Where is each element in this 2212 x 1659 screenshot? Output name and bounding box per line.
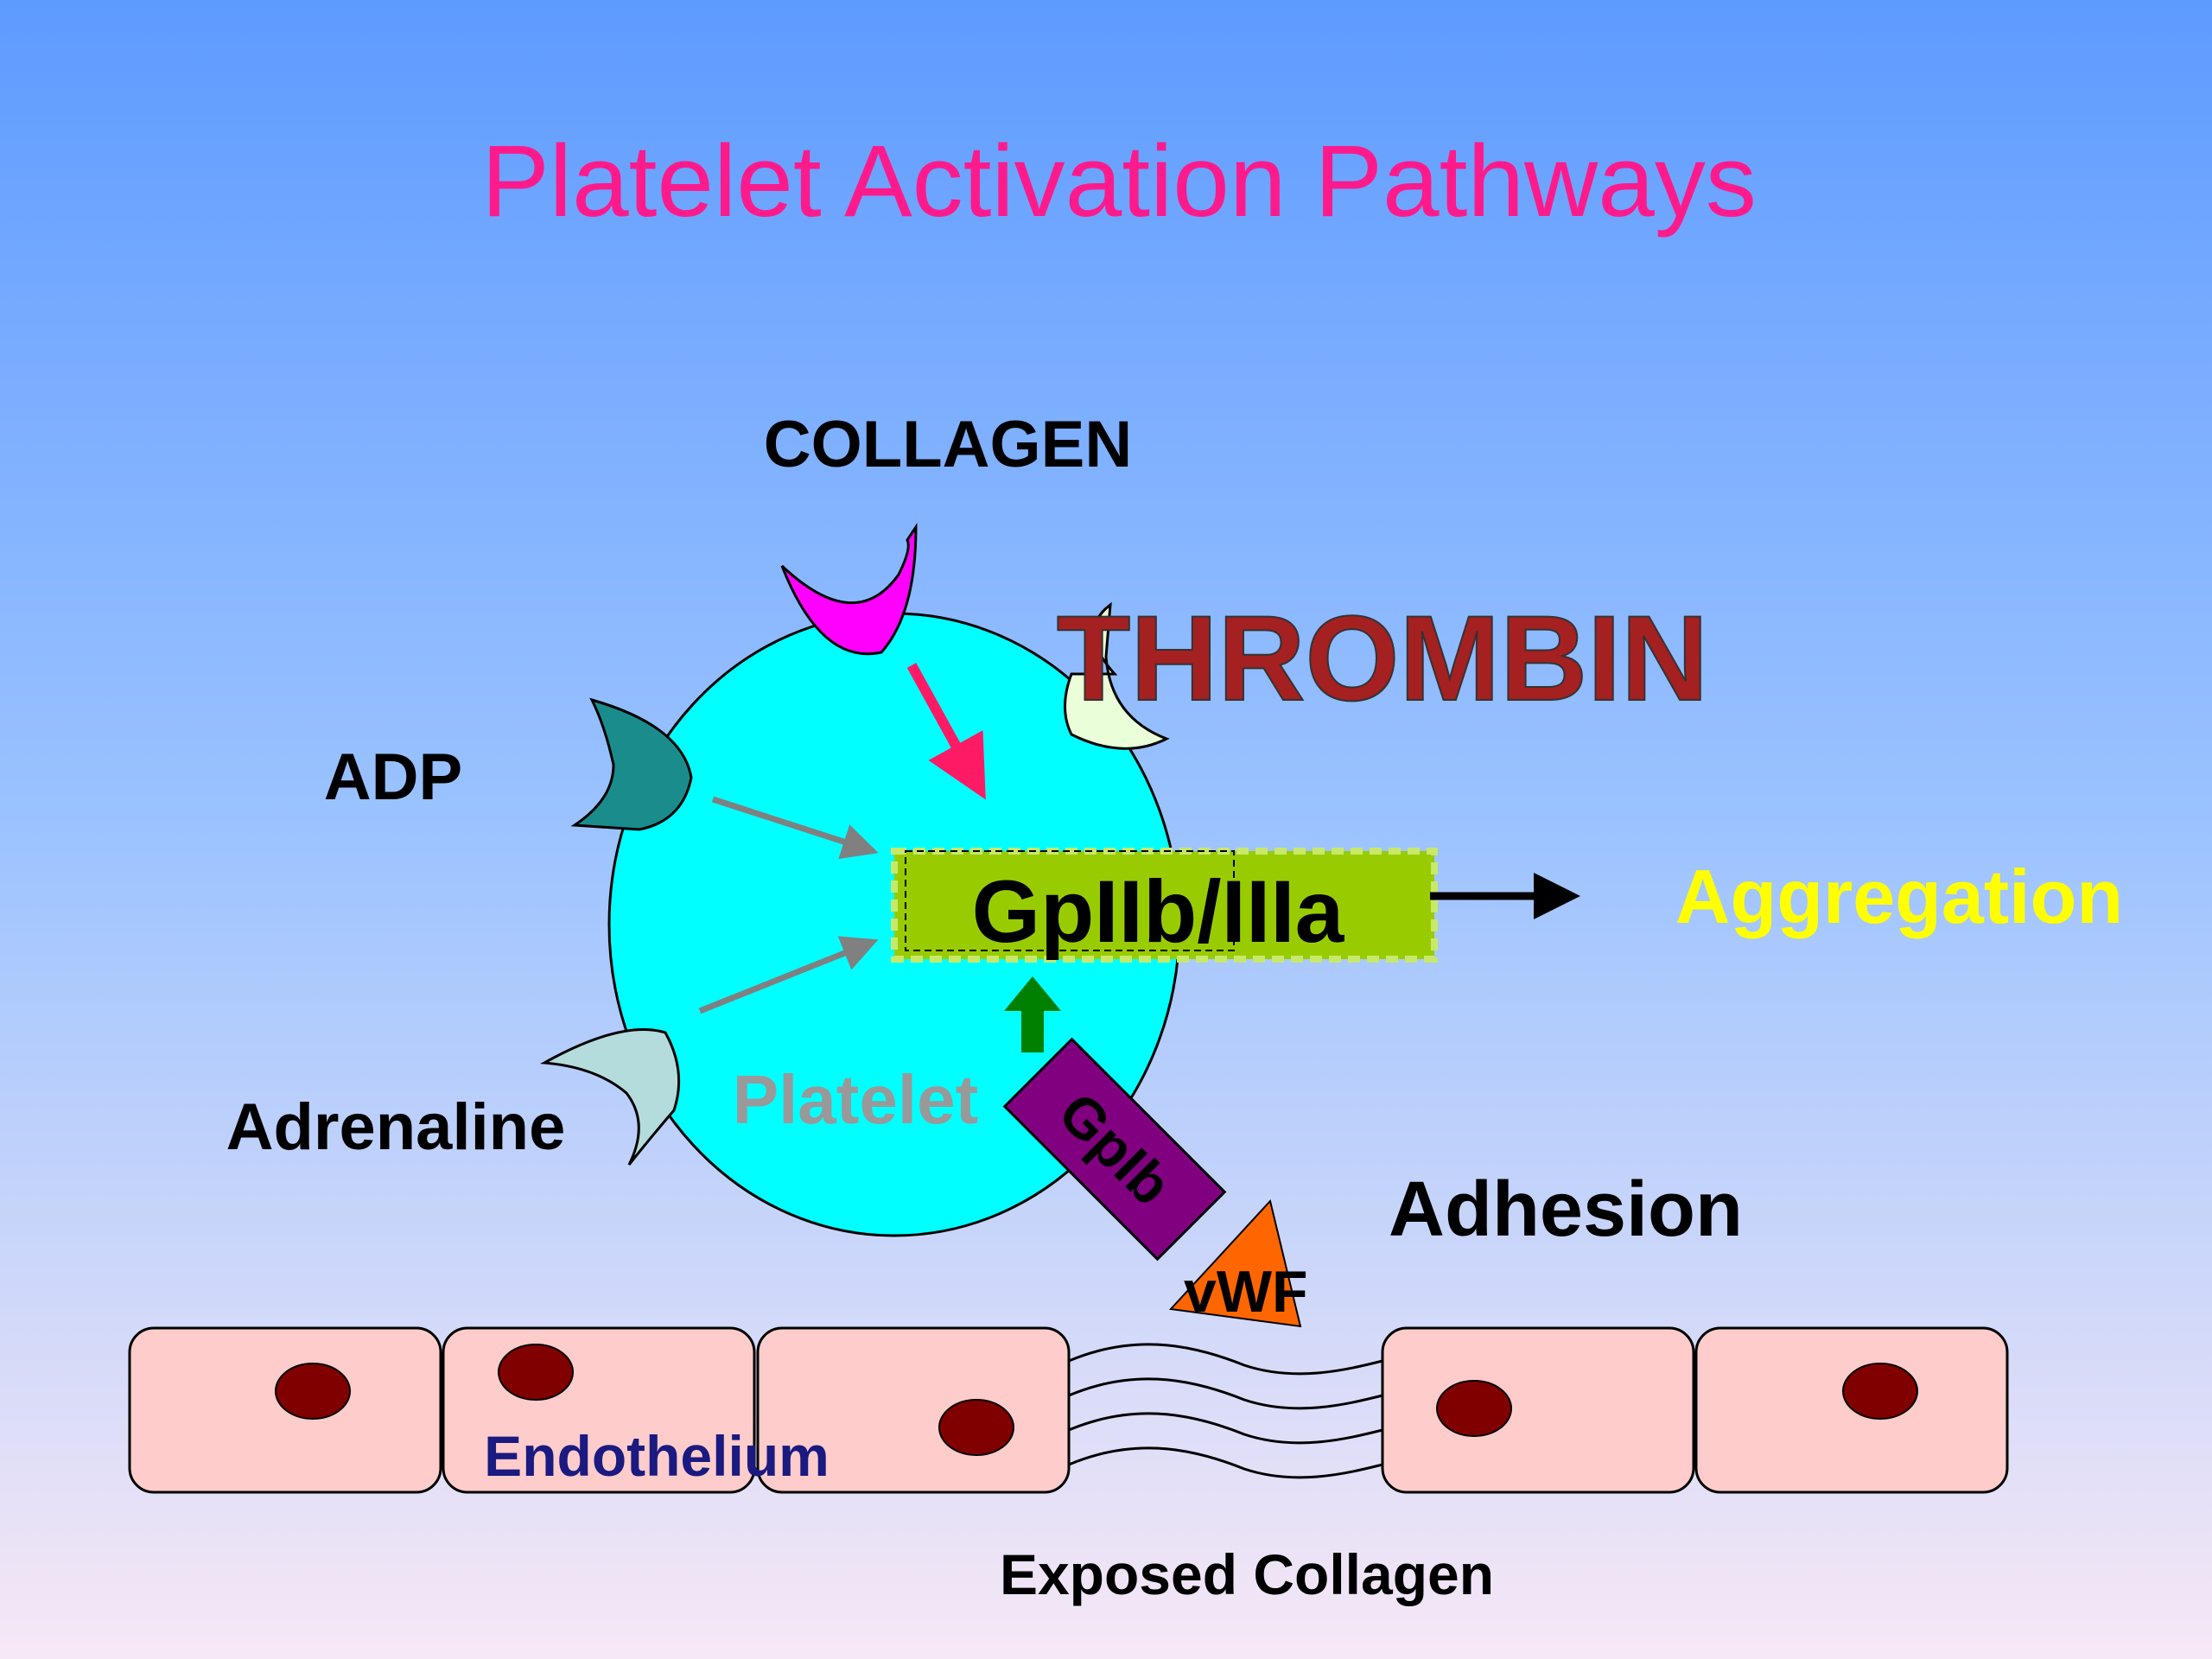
cell-nucleus [498,1344,574,1401]
endothelium-label: Endothelium [484,1424,830,1488]
adrenaline-arrow [698,936,879,1014]
adhesion-label: Adhesion [1389,1166,1743,1253]
vwf-triangle [1168,1198,1302,1328]
gpib-up-arrow [1004,976,1061,1052]
vwf-label: vWF [1184,1259,1308,1325]
cell-nucleus [1436,1380,1512,1437]
adp-receptor [570,697,693,831]
thrombin-receptor [1064,601,1170,750]
receptor-label: GpIIb/IIIa [972,862,1345,961]
thrombin-label: THROMBIN [1057,590,1708,726]
slide-title: Platelet Activation Pathways [481,124,1757,238]
gpiib-iiia-inner-outline [905,850,1235,951]
collagen-label: COLLAGEN [764,408,1132,481]
platelet-label: Platelet [733,1061,979,1138]
aggregation-label: Aggregation [1675,854,2123,939]
collagen-receptor [780,523,918,656]
adp-arrow [711,796,879,860]
cell-nucleus [275,1363,351,1420]
endothelial-cell [1694,1326,2009,1494]
collagen-arrow [906,663,986,800]
cell-nucleus [1842,1363,1918,1420]
endothelial-cell [1381,1326,1695,1494]
exposed-collagen-label: Exposed Collagen [1000,1542,1494,1606]
adp-label: ADP [324,741,462,814]
collagen-fibers [1068,1343,1383,1479]
adrenaline-receptor [539,1028,681,1166]
cell-nucleus [938,1399,1014,1456]
adrenaline-label: Adrenaline [226,1090,566,1164]
